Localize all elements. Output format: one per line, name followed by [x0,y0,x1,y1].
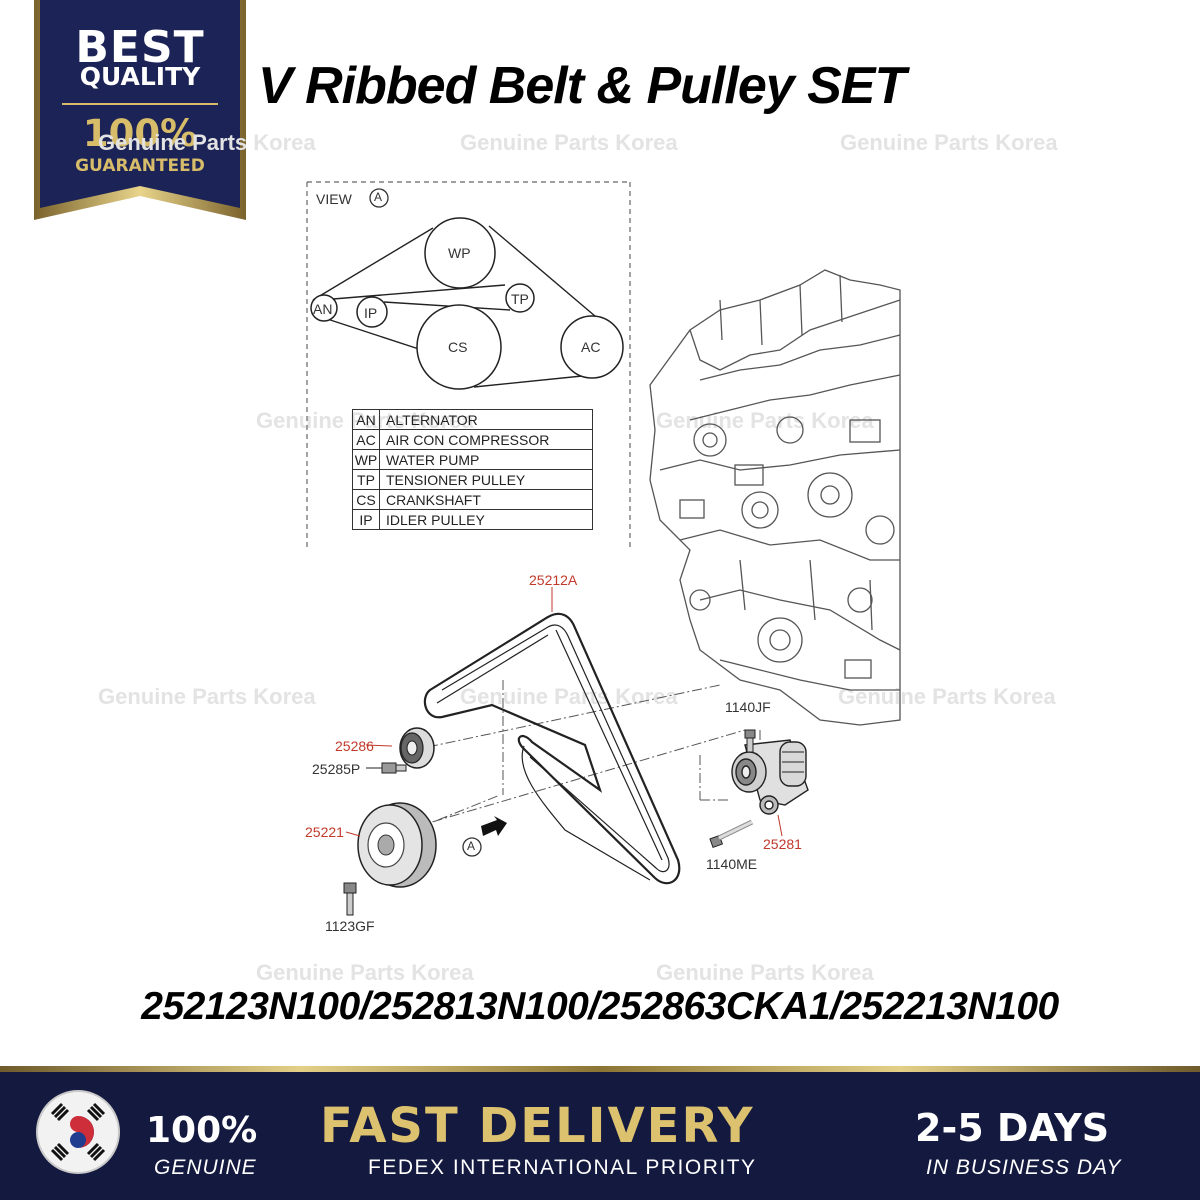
fedex-text: FEDEX INTERNATIONAL PRIORITY [368,1156,757,1179]
tensioner-bolt-1140ME [709,819,754,849]
part-label-crank-bolt: 1123GF [325,918,375,934]
belt-diagram [306,181,901,916]
watermark: Genuine Parts Korea [460,684,678,709]
legend-name: ALTERNATOR [379,409,593,430]
ac-compressor-pulley-view [560,315,624,379]
pulley-label-cs: CS [448,339,468,355]
genuine-text: GENUINE [154,1156,257,1179]
legend-name: CRANKSHAFT [379,489,593,510]
genuine-percent-text: 100% [146,1110,258,1151]
crank-bolt-1123GF [343,882,357,916]
footer-gold-divider [0,1066,1200,1072]
pulley-label-ip: IP [364,305,378,321]
legend-abbr: WP [352,449,380,470]
engine-block-drawing [649,269,901,726]
idler-pulley-view [356,296,388,328]
watermark: Genuine Parts Korea [460,130,678,155]
footer-banner [0,1066,1200,1200]
pulley-label-an: AN [313,301,333,317]
badge-best-text: BEST [75,22,205,73]
badge-guaranteed-text: GUARANTEED [75,156,205,176]
watermark: Genuine Parts Korea [840,130,1058,155]
legend-abbr: AN [352,409,380,430]
view-label: VIEW [316,191,352,207]
pulley-label-wp: WP [448,245,471,261]
watermark: Genuine Parts Korea [256,960,474,985]
watermark: Genuine Parts Korea [98,684,316,709]
legend-name: WATER PUMP [379,449,593,470]
tensioner-25281 [731,739,809,815]
part-label-crank-pulley: 25221 [305,824,344,840]
pulley-label-ac: AC [581,339,601,355]
water-pump-pulley [424,217,496,289]
legend-abbr: IP [352,509,380,530]
fast-delivery-text: FAST DELIVERY [320,1098,755,1154]
best-quality-badge [34,0,246,220]
part-label-tensioner: 25281 [763,836,802,852]
business-day-text: IN BUSINESS DAY [926,1156,1122,1179]
ribbed-belt-25212A [423,612,681,885]
alternator-pulley-view [310,294,338,322]
crank-pulley-25221 [345,802,437,888]
tensioner-pulley-view [505,283,535,313]
part-label-tensioner-bolt-bottom: 1140ME [706,856,758,872]
legend-name: TENSIONER PULLEY [379,469,593,490]
view-marker-label: A [467,839,476,853]
watermark: Genuine Parts Korea [656,408,874,433]
crankshaft-pulley-view [416,304,502,390]
watermark: Genuine Parts Korea [838,684,1056,709]
part-numbers: 252123N100/252813N100/252863CKA1/252213N… [141,985,1059,1028]
view-arrow-icon [481,816,507,836]
legend-name: IDLER PULLEY [379,509,593,530]
page-title: V Ribbed Belt & Pulley SET [258,57,906,115]
view-circle-label: A [374,190,383,204]
legend-abbr: TP [352,469,380,490]
legend-abbr: AC [352,429,380,450]
part-label-tensioner-bolt-top: 1140JF [725,699,771,715]
korea-flag-icon [36,1090,120,1174]
legend-abbr: CS [352,489,380,510]
delivery-days-text: 2-5 DAYS [915,1106,1110,1150]
watermark: Genuine Parts Korea [98,130,316,155]
badge-quality-text: QUALITY [79,62,201,91]
watermark: Genuine Parts Korea [656,960,874,985]
tensioner-bolt-1140JF [744,729,756,753]
idler-pulley-25286 [365,727,435,769]
pulley-label-tp: TP [511,291,529,307]
badge-percent-text: 100% [82,112,198,155]
legend-name: AIR CON COMPRESSOR [379,429,593,450]
part-label-belt: 25212A [529,572,578,588]
part-label-idler-bolt: 25285P [312,761,361,777]
part-label-idler: 25286 [335,738,374,754]
idler-bolt-25285P [366,762,407,774]
view-pulleys [310,217,624,390]
